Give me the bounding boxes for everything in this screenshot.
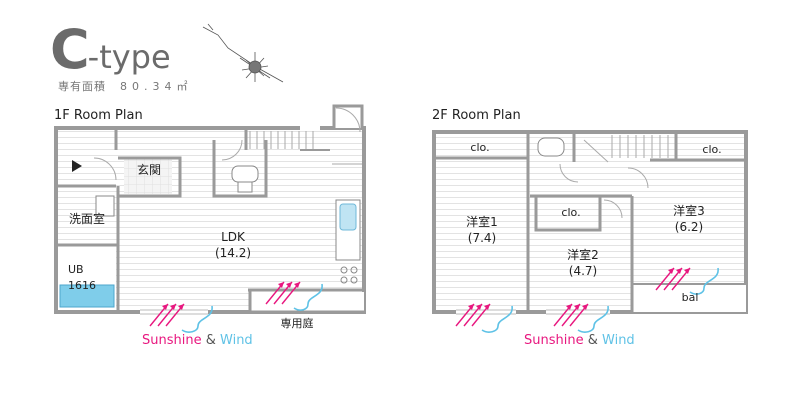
room-ldk-size: (14.2) xyxy=(214,246,252,260)
room3-size: (6.2) xyxy=(674,220,704,234)
floor-area-value: 80.34㎡ xyxy=(120,80,193,93)
sun-wind-icon-1f-right xyxy=(265,281,323,311)
room-ub-name: UB xyxy=(68,263,84,276)
sunshine-wind-legend-2f: Sunshine & Wind xyxy=(524,333,635,348)
room1-size: (7.4) xyxy=(467,231,497,245)
room-western-3: 洋室3 (6.2) xyxy=(673,203,705,235)
floor2-title: 2F Room Plan xyxy=(432,108,521,123)
legend-sunshine: Sunshine xyxy=(524,333,584,348)
floor1-title: 1F Room Plan xyxy=(54,108,143,123)
room-western-2: 洋室2 (4.7) xyxy=(567,247,599,279)
room3-name: 洋室3 xyxy=(673,204,705,218)
sun-wind-icon-2f-room2 xyxy=(553,303,609,333)
room1-name: 洋室1 xyxy=(466,215,498,229)
legend-wind: Wind xyxy=(602,333,635,348)
room2-name: 洋室2 xyxy=(567,248,599,262)
closet-left: clo. xyxy=(470,141,490,154)
room-genkan: 玄関 xyxy=(136,163,162,177)
floor-area: 専有面積 80.34㎡ xyxy=(58,78,193,94)
sunshine-wind-legend-1f: Sunshine & Wind xyxy=(142,333,253,348)
type-letter: C xyxy=(50,18,90,81)
closet-right: clo. xyxy=(702,143,722,156)
floor2-plan xyxy=(432,130,748,315)
room-ub: UB 1616 xyxy=(68,262,96,294)
legend-sunshine: Sunshine xyxy=(142,333,202,348)
closet-center: clo. xyxy=(561,206,581,219)
legend-amp: & xyxy=(587,333,598,348)
floor1-plan xyxy=(54,104,366,315)
plan-type-title: C-type xyxy=(50,18,171,81)
balcony-label: bal xyxy=(681,291,699,304)
sun-wind-icon-2f-room1 xyxy=(455,303,513,333)
sun-wind-icon-1f-left xyxy=(149,303,213,333)
legend-amp: & xyxy=(205,333,216,348)
room-washroom: 洗面室 xyxy=(68,212,106,226)
room2-size: (4.7) xyxy=(568,264,598,278)
room-ldk-name: LDK xyxy=(221,230,245,244)
room-ub-size: 1616 xyxy=(68,279,96,292)
sun-wind-icon-2f-room3 xyxy=(655,267,719,295)
legend-wind: Wind xyxy=(220,333,253,348)
room-western-1: 洋室1 (7.4) xyxy=(466,214,498,246)
floor-area-label: 専有面積 xyxy=(58,80,106,93)
room-ldk: LDK (14.2) xyxy=(215,229,251,261)
type-suffix: -type xyxy=(87,38,171,76)
private-garden-label: 専用庭 xyxy=(280,317,314,330)
compass-icon xyxy=(202,23,284,83)
